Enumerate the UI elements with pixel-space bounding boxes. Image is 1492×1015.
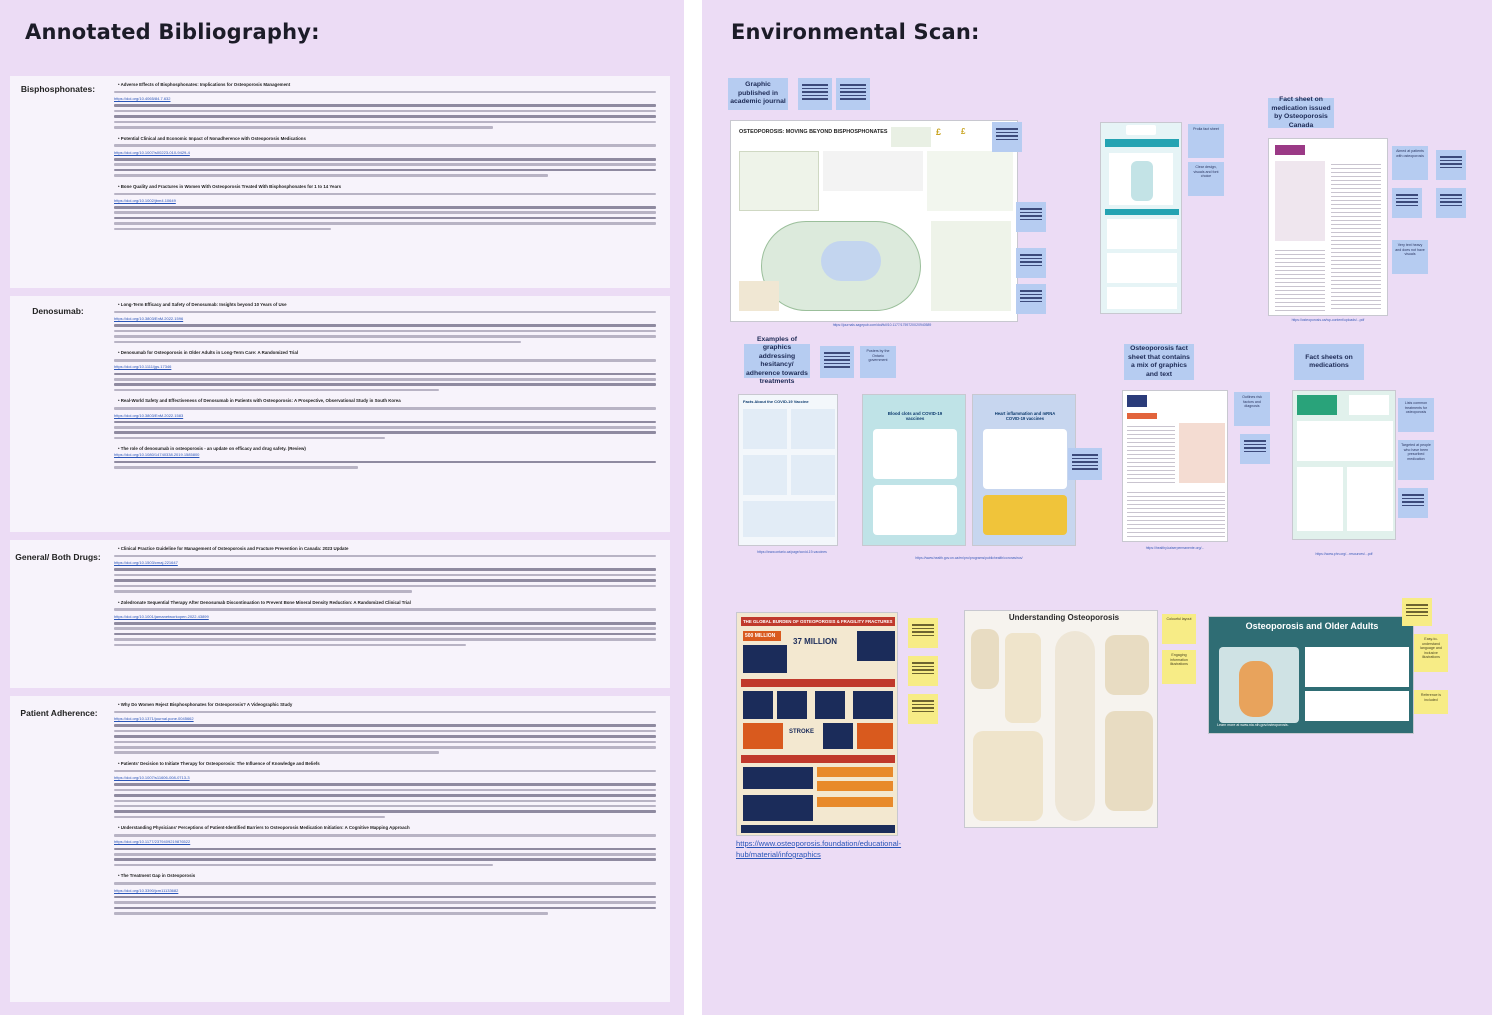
- list-item: Zoledronate Sequential Therapy After Den…: [114, 600, 656, 647]
- list-item: Why Do Women Reject Bisphosphonates for …: [114, 702, 656, 754]
- doi-link[interactable]: https://doi.org/10.1007/s11606-008-0713-…: [114, 775, 190, 781]
- sticky-note[interactable]: Easy-to-understand language and inclusiv…: [1414, 634, 1448, 672]
- doi-link[interactable]: https://doi.org/10.1007/s00223-010-9429-…: [114, 149, 190, 155]
- caption-link[interactable]: https://journals.sagepub.com/doi/full/10…: [832, 323, 932, 327]
- sticky-fact-sheet-oc[interactable]: Fact sheet on medication issued by Osteo…: [1268, 96, 1334, 129]
- sticky-note[interactable]: Engaging information illustrations: [1162, 650, 1196, 684]
- section-label: Bisphosphonates:: [20, 84, 96, 94]
- section-general-both-drugs[interactable]: General/ Both Drugs: Clinical Practice G…: [10, 540, 670, 688]
- sticky-note[interactable]: Lists common treatments for osteoporosis: [1398, 398, 1434, 432]
- sticky-note[interactable]: Very text heavy and does not have visual…: [1392, 240, 1428, 274]
- section-entries: Clinical Practice Guideline for Manageme…: [114, 546, 656, 653]
- sticky-note[interactable]: [798, 78, 832, 110]
- section-label: Denosumab:: [32, 306, 84, 316]
- doi-link[interactable]: https://doi.org/10.1503/cmaj.221647: [114, 560, 178, 566]
- list-item: The Treatment Gap in Osteoporosis https:…: [114, 873, 656, 915]
- section-bisphosphonates[interactable]: Bisphosphonates: Adverse Effects of Bisp…: [10, 76, 670, 288]
- panel-title: Environmental Scan:: [731, 20, 980, 44]
- fact-sheet-medications[interactable]: [1292, 390, 1396, 540]
- infographic-global-burden[interactable]: THE GLOBAL BURDEN OF OSTEOPOROSIS & FRAG…: [736, 612, 898, 836]
- fact-sheet-osteoporosis-mix[interactable]: [1122, 390, 1228, 542]
- doi-link[interactable]: https://doi.org/10.1001/jamanetworkopen.…: [114, 613, 209, 619]
- annotated-bibliography-frame[interactable]: Annotated Bibliography: Bisphosphonates:…: [0, 0, 684, 1015]
- panel-title: Annotated Bibliography:: [25, 20, 320, 44]
- osteoporosis-foundation-link[interactable]: https://www.osteoporosis.foundation/educ…: [736, 839, 902, 859]
- list-item: Real-World Safety and Effectiveness of D…: [114, 398, 656, 440]
- section-label: General/ Both Drugs:: [15, 552, 101, 562]
- doi-link[interactable]: https://doi.org/10.1177/2379409219876522: [114, 839, 191, 845]
- sticky-note[interactable]: [908, 694, 938, 724]
- sticky-note[interactable]: [1016, 202, 1046, 232]
- sticky-note[interactable]: [1068, 448, 1102, 480]
- caption-link[interactable]: https://www.health.gov.on.ca/en/pro/prog…: [915, 556, 1023, 560]
- section-entries: Long-Term Efficacy and Safety of Denosum…: [114, 302, 656, 476]
- environmental-scan-frame[interactable]: Environmental Scan: Graphic published in…: [702, 0, 1492, 1015]
- list-item: Understanding Physicians' Perceptions of…: [114, 825, 656, 867]
- caption-link[interactable]: https://osteoporosis.ca/wp-content/uploa…: [1291, 318, 1365, 322]
- list-item: Patients' Decision to Initiate Therapy f…: [114, 761, 656, 819]
- list-item: Long-Term Efficacy and Safety of Denosum…: [114, 302, 656, 344]
- sticky-note[interactable]: Outlines risk factors and diagnosis: [1234, 392, 1270, 426]
- list-item: The role of denosumab in osteoporosis - …: [114, 446, 656, 469]
- sticky-note[interactable]: [1016, 248, 1046, 278]
- doi-link[interactable]: https://doi.org/10.1371/journal.pone.004…: [114, 716, 194, 722]
- list-item: Denosumab for Osteoporosis in Older Adul…: [114, 350, 656, 392]
- poster-prolia-injection[interactable]: [1100, 122, 1182, 314]
- poster-understanding-osteoporosis[interactable]: Understanding Osteoporosis: [964, 610, 1158, 828]
- section-denosumab[interactable]: Denosumab: Long-Term Efficacy and Safety…: [10, 296, 670, 532]
- sticky-note[interactable]: [820, 346, 854, 378]
- sticky-note[interactable]: Targeted at people who have been prescri…: [1398, 440, 1434, 480]
- list-item: Adverse Effects of Bisphosphonates: Impl…: [114, 82, 656, 129]
- section-entries: Why Do Women Reject Bisphosphonates for …: [114, 702, 656, 922]
- fact-sheet-osteoporosis-canada[interactable]: [1268, 138, 1388, 316]
- list-item: Potential Clinical and Economic Impact o…: [114, 136, 656, 177]
- doi-link[interactable]: https://doi.org/10.3803/EnM.2022.1596: [114, 316, 184, 322]
- sticky-graphic-journal[interactable]: Graphic published in academic journal: [728, 78, 788, 110]
- doi-link[interactable]: https://doi.org/10.3390/jcm11133682: [114, 887, 179, 893]
- sticky-note[interactable]: Clear design, visuals and font choice: [1188, 162, 1224, 196]
- section-entries: Adverse Effects of Bisphosphonates: Impl…: [114, 82, 656, 237]
- sticky-note[interactable]: [1016, 284, 1046, 314]
- list-item: Bone Quality and Fractures in Women With…: [114, 184, 656, 231]
- caption-link[interactable]: https://www.phn.org/...resources/...pdf: [1315, 552, 1373, 556]
- infographic-beyond-bisphosphonates[interactable]: OSTEOPOROSIS: MOVING BEYOND BISPHOSPHONA…: [730, 120, 1018, 322]
- sticky-note[interactable]: [1436, 188, 1466, 218]
- sticky-note[interactable]: Aimed at patients with osteoporosis: [1392, 146, 1428, 180]
- sticky-note[interactable]: [992, 122, 1022, 152]
- poster-osteoporosis-older-adults[interactable]: Osteoporosis and Older Adults Learn more…: [1208, 616, 1414, 734]
- doi-link[interactable]: https://doi.org/10.1080/14740338.2019.15…: [114, 452, 200, 458]
- poster-covid-facts[interactable]: Facts About the COVID-19 Vaccine: [738, 394, 838, 546]
- sticky-note[interactable]: Colourful layout: [1162, 614, 1196, 644]
- caption-link[interactable]: https://healthy.kaiserpermanente.org/...: [1145, 546, 1205, 550]
- sticky-note[interactable]: [836, 78, 870, 110]
- sticky-note[interactable]: Reference is included: [1414, 690, 1448, 714]
- sticky-examples-hesitancy[interactable]: Examples of graphics addressing hesitanc…: [744, 336, 810, 385]
- doi-link[interactable]: https://doi.org/10.4065/84.7.632: [114, 96, 171, 102]
- sticky-note[interactable]: [1402, 598, 1432, 626]
- section-label: Patient Adherence:: [20, 708, 98, 718]
- doi-link[interactable]: https://doi.org/10.3803/EnM.2022.1583: [114, 412, 184, 418]
- sticky-note[interactable]: [1436, 150, 1466, 180]
- doi-link[interactable]: https://doi.org/10.1111/jgs.17346: [114, 364, 172, 370]
- poster-blood-clots[interactable]: Blood clots and COVID-19 vaccines: [862, 394, 966, 546]
- doi-link[interactable]: https://doi.org/10.1002/jbm4.10649: [114, 197, 176, 203]
- sticky-note[interactable]: Prolia fact sheet: [1188, 124, 1224, 158]
- sticky-note[interactable]: [1392, 188, 1422, 218]
- sticky-note[interactable]: [908, 656, 938, 686]
- sticky-note[interactable]: [1240, 434, 1270, 464]
- list-item: Clinical Practice Guideline for Manageme…: [114, 546, 656, 593]
- poster-heart-inflammation[interactable]: Heart inflammation and mRNA COVID-19 vac…: [972, 394, 1076, 546]
- caption-link[interactable]: https://www.ontario.ca/page/covid-19-vac…: [757, 550, 827, 554]
- sticky-osteoporosis-fact-sheet[interactable]: Osteoporosis fact sheet that contains a …: [1124, 344, 1194, 380]
- sticky-note[interactable]: [1398, 488, 1428, 518]
- sticky-fact-sheets-meds[interactable]: Fact sheets on medications: [1294, 344, 1364, 380]
- sticky-note[interactable]: Posters by the Ontario government: [860, 346, 896, 378]
- section-patient-adherence[interactable]: Patient Adherence: Why Do Women Reject B…: [10, 696, 670, 1002]
- sticky-note[interactable]: [908, 618, 938, 648]
